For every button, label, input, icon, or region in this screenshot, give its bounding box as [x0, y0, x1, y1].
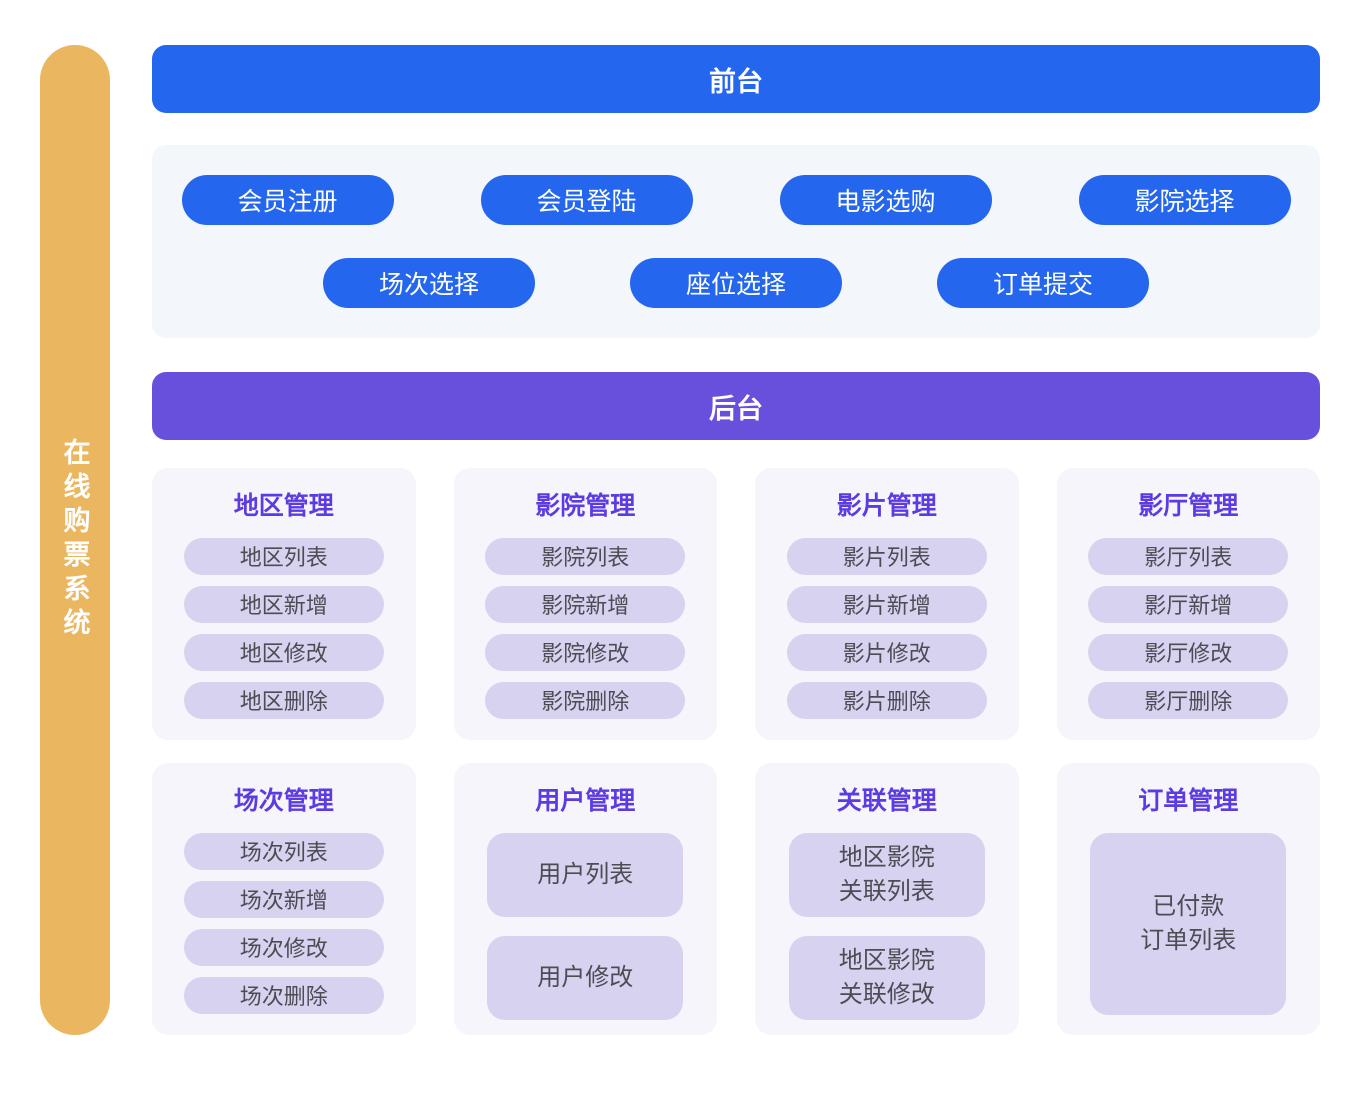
system-label: 在线购票系统	[59, 438, 90, 642]
card-title: 影院管理	[535, 492, 636, 520]
node-seat-select: 座位选择	[630, 258, 842, 308]
node-film-edit: 影片修改	[786, 633, 987, 671]
node-user-list: 用户列表	[487, 832, 684, 917]
card-order-management: 订单管理 已付款 订单列表	[1056, 763, 1320, 1035]
frontend-row-2: 场次选择 座位选择 订单提交	[152, 258, 1320, 308]
node-hall-delete: 影厅删除	[1088, 681, 1289, 719]
frontend-panel: 会员注册 会员登陆 电影选购 影院选择 场次选择 座位选择 订单提交	[152, 145, 1320, 338]
node-region-add: 地区新增	[183, 585, 384, 623]
card-title: 地区管理	[233, 492, 334, 520]
card-relation-management: 关联管理 地区影院 关联列表 地区影院 关联修改	[755, 763, 1019, 1035]
card-region-management: 地区管理 地区列表 地区新增 地区修改 地区删除	[152, 468, 416, 740]
card-title: 影厅管理	[1138, 492, 1239, 520]
node-hall-add: 影厅新增	[1088, 585, 1289, 623]
node-paid-order-list: 已付款 订单列表	[1090, 832, 1287, 1015]
node-film-delete: 影片删除	[786, 681, 987, 719]
frontend-header-band: 前台	[152, 45, 1320, 113]
backend-grid: 地区管理 地区列表 地区新增 地区修改 地区删除 影院管理 影院列表 影院新增 …	[152, 468, 1320, 1035]
system-label-rail: 在线购票系统	[40, 45, 110, 1035]
node-cinema-add: 影院新增	[485, 585, 686, 623]
backend-header-band: 后台	[152, 372, 1320, 440]
card-film-management: 影片管理 影片列表 影片新增 影片修改 影片删除	[755, 468, 1019, 740]
node-user-edit: 用户修改	[487, 935, 684, 1020]
node-region-edit: 地区修改	[183, 633, 384, 671]
node-cinema-edit: 影院修改	[485, 633, 686, 671]
card-cinema-management: 影院管理 影院列表 影院新增 影院修改 影院删除	[453, 468, 717, 740]
node-member-register: 会员注册	[181, 175, 394, 225]
node-session-select: 场次选择	[323, 258, 535, 308]
node-session-add: 场次新增	[183, 880, 384, 918]
node-region-cinema-relation-list: 地区影院 关联列表	[788, 832, 985, 917]
card-title: 影片管理	[836, 492, 937, 520]
backend-title: 后台	[709, 393, 763, 424]
node-cinema-select: 影院选择	[1078, 175, 1291, 225]
node-movie-purchase: 电影选购	[779, 175, 992, 225]
node-member-login: 会员登陆	[480, 175, 693, 225]
node-order-submit: 订单提交	[937, 258, 1149, 308]
node-session-edit: 场次修改	[183, 928, 384, 966]
card-title: 订单管理	[1138, 787, 1239, 815]
card-title: 关联管理	[836, 787, 937, 815]
node-hall-list: 影厅列表	[1088, 537, 1289, 575]
node-region-list: 地区列表	[183, 537, 384, 575]
diagram-main: 前台 会员注册 会员登陆 电影选购 影院选择 场次选择 座位选择 订单提交 后台…	[152, 45, 1320, 1035]
node-region-delete: 地区删除	[183, 681, 384, 719]
card-user-management: 用户管理 用户列表 用户修改	[453, 763, 717, 1035]
node-cinema-list: 影院列表	[485, 537, 686, 575]
node-cinema-delete: 影院删除	[485, 681, 686, 719]
node-region-cinema-relation-edit: 地区影院 关联修改	[788, 935, 985, 1020]
card-session-management: 场次管理 场次列表 场次新增 场次修改 场次删除	[152, 763, 416, 1035]
node-hall-edit: 影厅修改	[1088, 633, 1289, 671]
node-session-delete: 场次删除	[183, 976, 384, 1014]
node-film-add: 影片新增	[786, 585, 987, 623]
card-title: 用户管理	[535, 787, 636, 815]
node-film-list: 影片列表	[786, 537, 987, 575]
card-title: 场次管理	[233, 787, 334, 815]
frontend-row-1: 会员注册 会员登陆 电影选购 影院选择	[152, 175, 1320, 225]
frontend-title: 前台	[709, 66, 763, 97]
card-hall-management: 影厅管理 影厅列表 影厅新增 影厅修改 影厅删除	[1056, 468, 1320, 740]
node-session-list: 场次列表	[183, 832, 384, 870]
